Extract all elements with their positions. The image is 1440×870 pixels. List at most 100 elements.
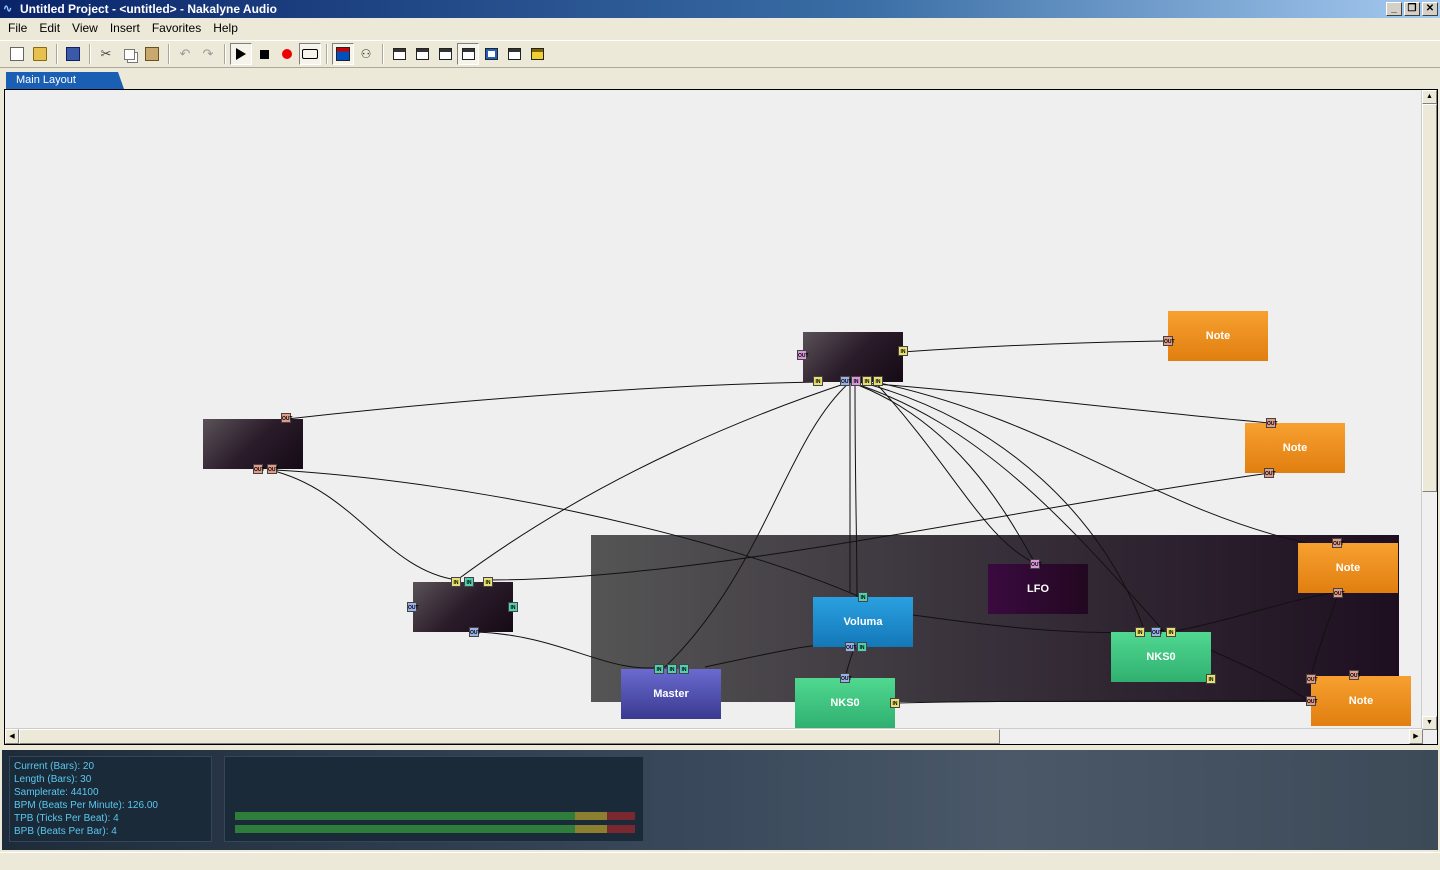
view-button-6[interactable]	[503, 43, 525, 65]
view-button-4[interactable]	[457, 43, 479, 65]
vertical-scroll-thumb[interactable]	[1422, 104, 1437, 492]
node-left-lower[interactable]	[413, 582, 513, 632]
port-out[interactable]: OUT	[1306, 696, 1318, 706]
node-nks-1[interactable]: NKS0	[1111, 632, 1211, 682]
port-out[interactable]: OUT	[1163, 336, 1175, 346]
minimize-button[interactable]: _	[1386, 2, 1402, 16]
wire	[874, 381, 1036, 564]
mixer-button[interactable]	[332, 43, 354, 65]
node-master[interactable]: Master	[621, 669, 721, 719]
view-button-3[interactable]	[434, 43, 456, 65]
restore-button[interactable]: ❐	[1404, 2, 1420, 16]
node-lfo[interactable]: LFO	[988, 564, 1088, 614]
window-icon	[438, 48, 452, 60]
port-out[interactable]: OUT	[267, 464, 279, 474]
port-out[interactable]: OUT	[281, 413, 293, 423]
redo-button[interactable]: ↷	[197, 43, 219, 65]
port-in[interactable]: IN	[851, 376, 861, 386]
node-mixer-top[interactable]	[803, 332, 903, 382]
record-button[interactable]	[276, 43, 298, 65]
view-button-5[interactable]	[480, 43, 502, 65]
menu-help[interactable]: Help	[213, 21, 238, 35]
port-in[interactable]: IN	[508, 602, 518, 612]
port-in[interactable]: IN	[857, 642, 867, 652]
network-button[interactable]: ⚇	[355, 43, 377, 65]
scroll-left-icon[interactable]: ◀	[5, 729, 19, 744]
port-out[interactable]: OUT	[1349, 670, 1361, 680]
copy-button[interactable]	[118, 43, 140, 65]
port-out[interactable]: OUT	[845, 642, 857, 652]
port-out[interactable]: OUT	[1333, 588, 1345, 598]
wire	[897, 699, 1311, 704]
port-in[interactable]: IN	[1135, 627, 1145, 637]
horizontal-scrollbar[interactable]: ◀ ▶	[5, 728, 1423, 744]
new-button[interactable]	[6, 43, 28, 65]
port-out[interactable]: OUT	[840, 673, 852, 683]
save-button[interactable]	[62, 43, 84, 65]
menu-file[interactable]: File	[8, 21, 28, 35]
horizontal-scroll-thumb[interactable]	[19, 729, 1000, 744]
port-in[interactable]: IN	[464, 577, 474, 587]
port-in[interactable]: IN	[858, 592, 868, 602]
port-out[interactable]: OUT	[253, 464, 265, 474]
scroll-up-icon[interactable]: ▲	[1422, 90, 1437, 104]
loop-button[interactable]	[299, 43, 321, 65]
open-button[interactable]	[29, 43, 51, 65]
toolbar-separator	[168, 44, 170, 64]
node-note-1[interactable]: Note	[1168, 311, 1268, 361]
layout-canvas[interactable]: Note Note Note Note LFO Voluma Master NK…	[4, 89, 1438, 745]
menu-insert[interactable]: Insert	[109, 21, 140, 35]
toolbar-separator	[89, 44, 91, 64]
node-nks-2[interactable]: NKS0	[795, 678, 895, 728]
port-in[interactable]: IN	[813, 376, 823, 386]
port-out[interactable]: OUT	[1264, 468, 1276, 478]
menu-favorites[interactable]: Favorites	[151, 21, 202, 35]
scroll-right-icon[interactable]: ▶	[1409, 729, 1423, 744]
node-left-upper[interactable]	[203, 419, 303, 469]
wire	[874, 381, 1308, 544]
port-in[interactable]: IN	[890, 698, 900, 708]
port-out[interactable]: OUT	[407, 602, 419, 612]
level-meter-right	[235, 825, 635, 833]
port-out[interactable]: OUT	[1030, 559, 1042, 569]
port-in[interactable]: IN	[1166, 627, 1176, 637]
port-out[interactable]: OUT	[469, 627, 481, 637]
port-in[interactable]: IN	[667, 664, 677, 674]
port-in[interactable]: IN	[873, 376, 883, 386]
port-out[interactable]: OUT	[1266, 418, 1278, 428]
port-in[interactable]: IN	[483, 577, 493, 587]
menu-view[interactable]: View	[72, 21, 98, 35]
wire	[854, 381, 858, 598]
port-in[interactable]: IN	[679, 664, 689, 674]
view-button-2[interactable]	[411, 43, 433, 65]
wire	[286, 381, 818, 420]
play-button[interactable]	[230, 43, 252, 65]
undo-button[interactable]: ↶	[174, 43, 196, 65]
scroll-down-icon[interactable]: ▼	[1422, 716, 1437, 730]
port-out[interactable]: OUT	[1306, 674, 1318, 684]
group-panel[interactable]	[591, 535, 1399, 702]
port-in[interactable]: IN	[862, 376, 872, 386]
vertical-scrollbar[interactable]: ▲ ▼	[1421, 90, 1437, 730]
level-meters	[224, 756, 644, 842]
view-button-1[interactable]	[388, 43, 410, 65]
paste-button[interactable]	[141, 43, 163, 65]
stop-button[interactable]	[253, 43, 275, 65]
port-in[interactable]: IN	[1206, 674, 1216, 684]
port-in[interactable]: IN	[451, 577, 461, 587]
node-voluma[interactable]: Voluma	[813, 597, 913, 647]
cut-button[interactable]: ✂	[95, 43, 117, 65]
port-in[interactable]: IN	[898, 346, 908, 356]
menu-edit[interactable]: Edit	[39, 21, 61, 35]
port-out[interactable]: OUT	[797, 350, 809, 360]
tab-main-layout[interactable]: Main Layout	[6, 72, 124, 89]
node-note-2[interactable]: Note	[1245, 423, 1345, 473]
node-note-3[interactable]: Note	[1298, 543, 1398, 593]
port-in[interactable]: IN	[654, 664, 664, 674]
port-out[interactable]: OUT	[1151, 627, 1163, 637]
node-note-4[interactable]: Note	[1311, 676, 1411, 726]
port-out[interactable]: OUT	[1332, 538, 1344, 548]
close-button[interactable]: ✕	[1422, 2, 1438, 16]
view-button-7[interactable]	[526, 43, 548, 65]
port-out[interactable]: OUT	[840, 376, 852, 386]
